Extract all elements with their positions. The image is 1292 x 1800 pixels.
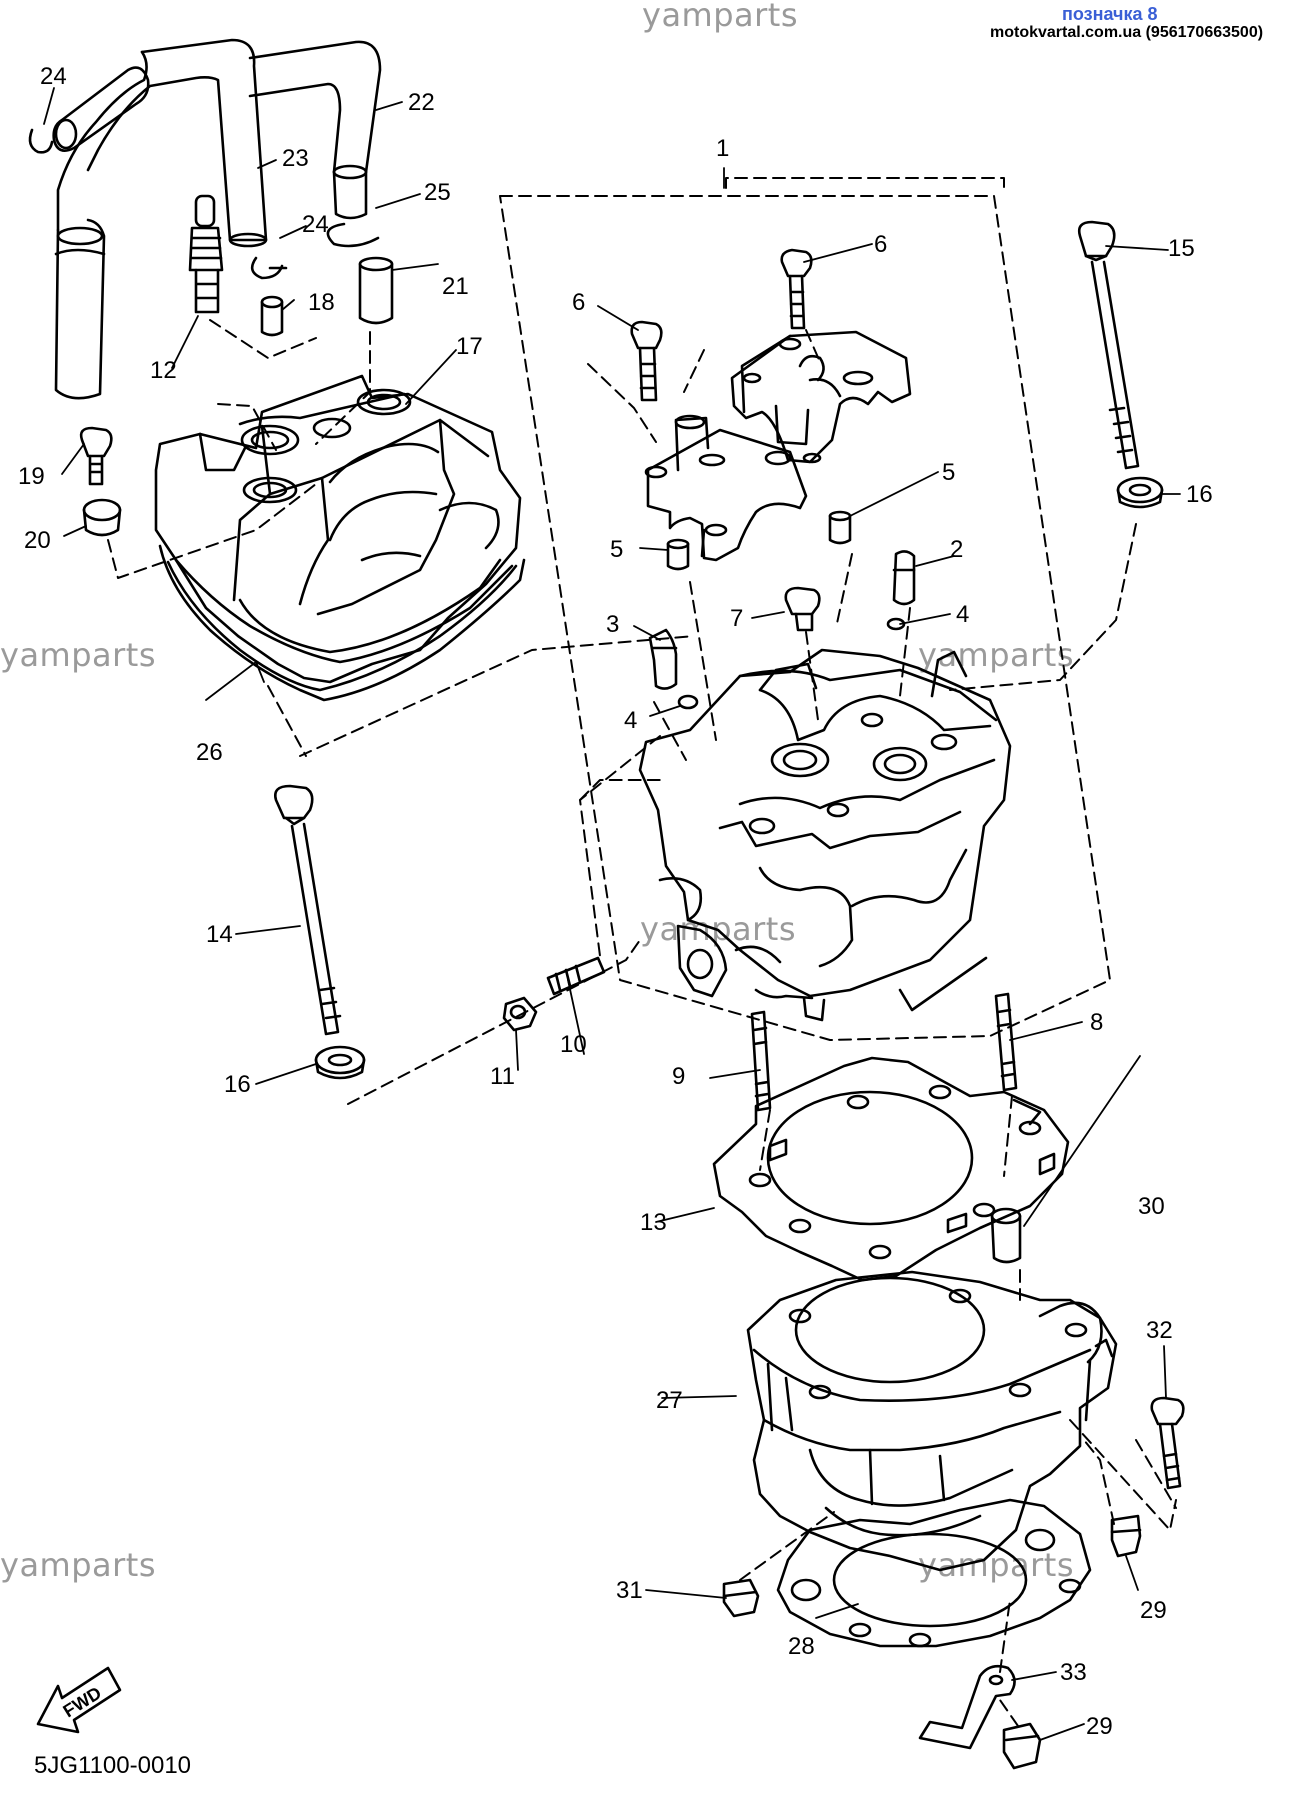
callout-16: 16 [1186,481,1213,508]
dowel-5-right [828,510,852,545]
stud-9 [750,1010,772,1112]
callout-4: 4 [956,601,969,628]
callout-21: 21 [442,273,469,300]
callout-20: 20 [24,527,51,554]
callout-25: 25 [424,179,451,206]
head-bolt-15 [1077,220,1140,470]
watermark: yamparts [918,636,1075,674]
callout-5: 5 [942,459,955,486]
callout-31: 31 [616,1577,643,1604]
callout-30: 30 [1138,1193,1165,1220]
callout-11: 11 [490,1063,515,1090]
watermark: yamparts [0,1546,157,1584]
callout-22: 22 [408,89,435,116]
bolt-19 [79,426,113,486]
callout-18: 18 [308,289,335,316]
callout-1: 1 [716,135,729,162]
head-cover-17 [154,374,522,684]
callout-27: 27 [656,1387,683,1414]
nut-31 [722,1578,760,1618]
callout-32: 32 [1146,1317,1173,1344]
callout-12: 12 [150,357,177,384]
watermark: yamparts [0,636,157,674]
callout-29: 29 [1086,1713,1113,1740]
plug-21 [358,256,394,325]
hose-stub-24 [52,66,150,152]
hose-clip-24b [250,256,288,280]
clip-4-left [677,694,699,710]
callout-leaders [43,87,1181,1741]
callout-17: 17 [456,333,483,360]
callout-23: 23 [282,145,309,172]
hose-clip-24 [28,128,54,154]
callout-26: 26 [196,739,223,766]
base-gasket-28 [776,1498,1092,1648]
callout-33: 33 [1060,1659,1087,1686]
bolt-6-right [780,248,813,330]
callout-19: 19 [18,463,45,490]
callout-6: 6 [874,231,887,258]
source-site-label: motokvartal.com.ua (956170663500) [990,24,1264,41]
diagram-reference-link[interactable]: позначка 8 [1062,4,1158,24]
bolt-6-left [630,320,663,402]
dowel-30 [990,1207,1022,1264]
callout-28: 28 [788,1633,815,1660]
plug-18 [260,295,284,337]
watermark: yamparts [918,1546,1075,1584]
washer-16-left [314,1045,366,1080]
washer-16-right [1116,476,1164,509]
callout-24: 24 [40,63,67,90]
callout-13: 13 [640,1209,667,1236]
callout-15: 15 [1168,235,1195,262]
callout-6: 6 [572,289,585,316]
watermark-top: yamparts [642,0,799,34]
cylinder-27 [746,1270,1118,1572]
camshaft-cap-lower [644,414,808,562]
fwd-arrow-icon [36,1666,122,1734]
callout-10: 10 [560,1031,587,1058]
nut-29-lower [1002,1722,1042,1770]
callout-14: 14 [206,921,233,948]
valve-guide-2 [892,550,916,606]
callout-16: 16 [224,1071,251,1098]
callout-29: 29 [1140,1597,1167,1624]
valve-guide-3 [648,628,678,690]
cover-gasket-26 [158,544,526,702]
diagram-code: 5JG1100-0010 [34,1752,192,1779]
washer-20 [82,498,122,537]
camshaft-cap-upper [730,330,912,464]
nut-29-upper [1110,1514,1142,1558]
cylinder-head [638,648,1012,1022]
callout-numbers: 1 2 3 4 4 5 5 6 6 7 8 9 10 11 12 13 14 1… [18,63,1213,1740]
callout-24: 24 [302,211,329,238]
bracket-33 [918,1664,1016,1750]
callout-7: 7 [730,605,743,632]
hose-clip-25 [326,222,380,248]
callout-4: 4 [624,707,637,734]
breather-hose-22 [248,40,382,220]
callout-8: 8 [1090,1009,1103,1036]
bolt-32 [1150,1396,1185,1490]
spark-plug-12 [188,194,224,314]
stud-8 [994,992,1018,1092]
callout-3: 3 [606,611,619,638]
bolt-7 [784,586,821,632]
callout-2: 2 [950,536,963,563]
head-bolt-14 [274,784,342,1036]
dowel-5-left [666,538,690,571]
head-gasket-13 [712,1056,1070,1282]
callout-5: 5 [610,536,623,563]
breather-hose-23 [54,38,268,400]
callout-9: 9 [672,1063,685,1090]
assembly-group-outlines [107,177,1177,1727]
